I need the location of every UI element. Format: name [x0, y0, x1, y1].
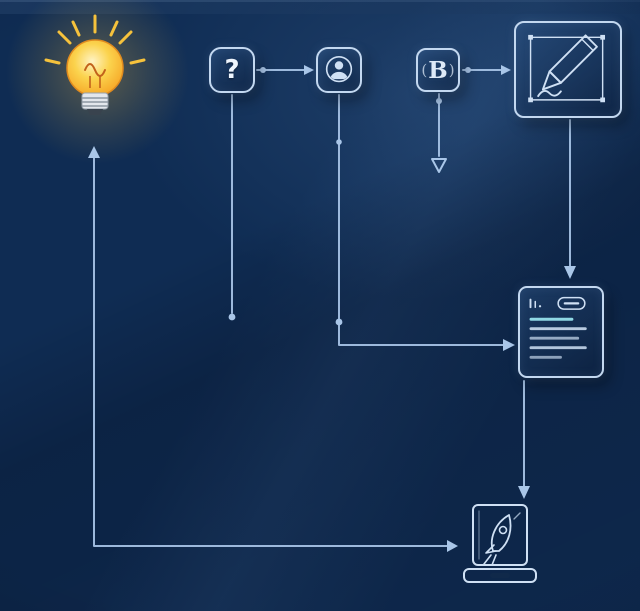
lightbulb-icon [44, 14, 146, 115]
surface-strip [0, 0, 640, 14]
brand-node: ( B ) [416, 48, 460, 92]
question-node: ? [209, 47, 255, 93]
question-mark-label: ? [224, 55, 240, 85]
brand-letter-label: B [428, 56, 448, 84]
document-node [518, 286, 604, 378]
laptop-rocket-icon [463, 504, 537, 583]
brand-bracket-left: ( [421, 60, 428, 79]
user-icon [325, 55, 353, 83]
pencil-drawing-icon [527, 33, 605, 102]
brand-bracket-right: ) [448, 60, 455, 79]
document-list-icon [529, 296, 587, 359]
user-node [316, 47, 362, 93]
design-node [514, 21, 622, 118]
